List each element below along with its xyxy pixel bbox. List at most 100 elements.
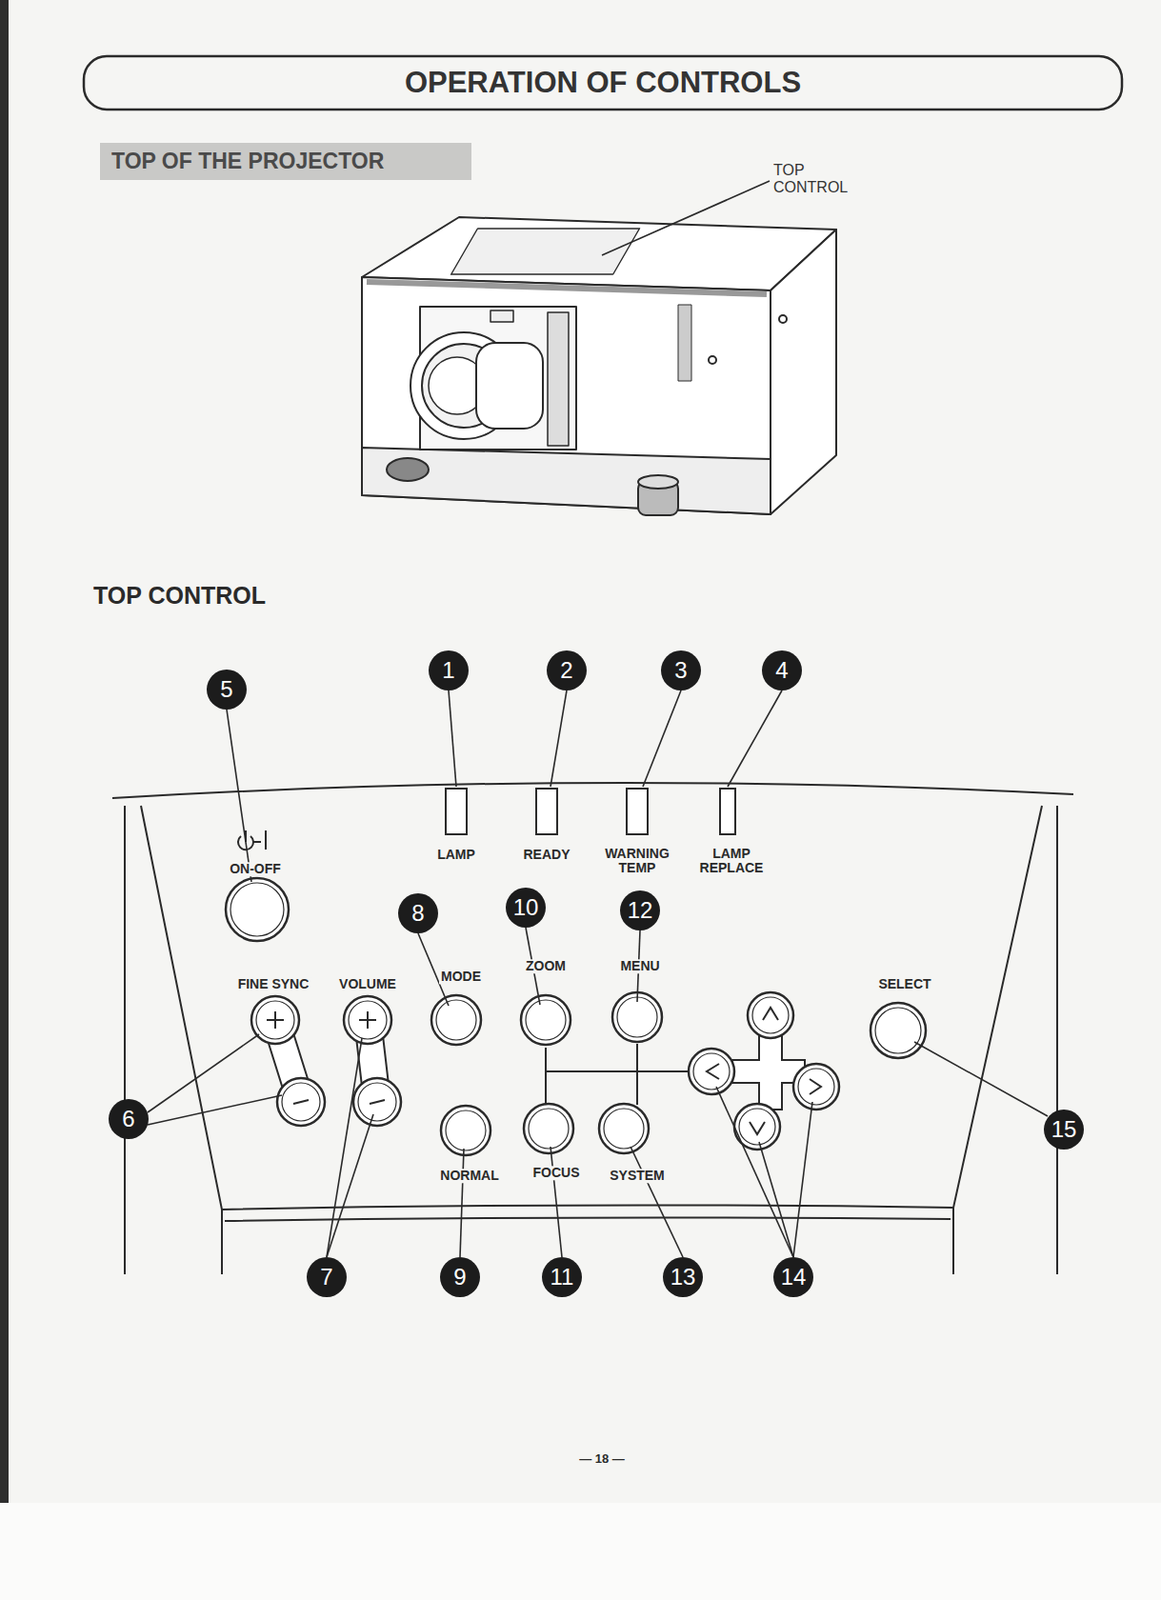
callout-number: 5 — [206, 669, 247, 710]
leader-line — [147, 1095, 282, 1125]
indicator-lamp — [445, 788, 467, 835]
node-text: 8 — [411, 900, 424, 927]
control-label: MENU — [618, 959, 661, 974]
control-label: FINE SYNC — [236, 977, 312, 992]
section-heading: TOP CONTROL — [91, 582, 268, 610]
node-text: 3 — [674, 657, 687, 684]
callout-number: 8 — [398, 893, 439, 934]
push-button-rim — [445, 1110, 486, 1151]
control-label: MODE — [439, 969, 483, 984]
leader-line — [550, 690, 567, 787]
push-button — [523, 1103, 574, 1154]
title-frame — [83, 56, 1122, 110]
callout-number: 11 — [541, 1257, 582, 1298]
node-text: 6 — [121, 1105, 135, 1133]
leader-line — [550, 1146, 562, 1258]
page-title: OPERATION OF CONTROLS — [404, 66, 801, 100]
push-button — [431, 995, 481, 1045]
button-symbols — [238, 830, 821, 1135]
controls — [225, 788, 926, 1156]
leader-line — [326, 1038, 362, 1258]
leader-line — [716, 1086, 794, 1258]
control-label: LAMP REPLACE — [689, 846, 774, 877]
push-button-rim — [436, 1000, 477, 1041]
control-label: READY — [520, 847, 572, 862]
push-button — [520, 995, 571, 1045]
callout-number: 12 — [620, 890, 661, 931]
push-button-rim — [693, 1053, 730, 1090]
callout-number: 6 — [108, 1099, 149, 1140]
node-text: 11 — [550, 1263, 575, 1291]
page-edge — [0, 0, 9, 1503]
push-button — [793, 1063, 840, 1110]
indicator-lamp — [536, 788, 558, 835]
node-text: 9 — [453, 1263, 466, 1291]
callout-number: 4 — [761, 650, 802, 691]
node-text: 13 — [670, 1263, 697, 1291]
leader-line — [601, 180, 770, 256]
projector-illustration — [361, 217, 837, 516]
callout-number: 15 — [1043, 1109, 1084, 1150]
callout-label: TOP CONTROL — [771, 161, 852, 196]
page-number: — 18 — — [577, 1452, 627, 1466]
node-text: 15 — [1051, 1116, 1078, 1143]
leader-line — [630, 1146, 683, 1258]
section-band: TOP OF THE PROJECTOR — [100, 142, 472, 181]
push-button — [688, 1048, 735, 1095]
node-text: 7 — [320, 1263, 333, 1291]
panel-outline — [112, 782, 1074, 1275]
leader-line — [326, 1114, 374, 1258]
callout-number: 1 — [428, 650, 469, 691]
node-text: 4 — [775, 657, 788, 684]
control-label: FOCUS — [531, 1165, 582, 1181]
push-button-rim — [230, 882, 284, 937]
leader-line — [727, 690, 782, 787]
control-label: ZOOM — [523, 959, 568, 974]
indicator-lamp — [720, 788, 736, 835]
push-button-rim — [739, 1108, 776, 1145]
push-button — [870, 1002, 926, 1059]
push-button-rim — [525, 1000, 566, 1041]
leader-line — [793, 1101, 813, 1258]
node-text: 12 — [627, 897, 654, 924]
push-button-rim — [603, 1108, 644, 1149]
push-button — [440, 1105, 491, 1156]
leader-line — [226, 709, 252, 882]
node-text: 1 — [441, 657, 455, 684]
leader-line — [147, 1034, 260, 1113]
node-text: 14 — [780, 1263, 807, 1291]
leader-line — [448, 690, 457, 787]
push-button-rim — [617, 997, 658, 1038]
page-margin — [0, 1502, 1161, 1600]
node-text: 5 — [220, 676, 233, 703]
control-label: ON-OFF — [227, 861, 283, 877]
callout-number: 14 — [773, 1257, 814, 1298]
callout-number: 7 — [306, 1257, 347, 1298]
push-button-rim — [752, 997, 789, 1034]
leader-line — [642, 690, 681, 787]
node-text: 10 — [513, 894, 540, 921]
push-button — [599, 1103, 649, 1154]
group-line — [545, 1043, 688, 1105]
push-button-rim — [798, 1068, 835, 1105]
control-label: SELECT — [876, 977, 933, 992]
push-button-rim — [528, 1108, 569, 1149]
leader-line — [914, 1041, 1048, 1117]
callout-number: 10 — [505, 887, 546, 928]
control-label: NORMAL — [438, 1168, 501, 1183]
control-label: VOLUME — [337, 977, 399, 992]
push-button-rim — [875, 1007, 921, 1054]
callout-number: 13 — [662, 1257, 703, 1298]
control-label: SYSTEM — [607, 1168, 667, 1183]
callout-number: 3 — [660, 650, 701, 691]
control-label: WARNING TEMP — [595, 846, 680, 877]
push-button — [225, 878, 289, 941]
arrow-pad — [732, 1033, 805, 1110]
callout-number: 9 — [440, 1257, 481, 1298]
leader-line — [460, 1148, 464, 1258]
control-label: LAMP — [435, 847, 478, 862]
node-text: TOP OF THE PROJECTOR — [111, 148, 384, 174]
push-button — [747, 992, 794, 1039]
leader-line — [759, 1141, 794, 1258]
